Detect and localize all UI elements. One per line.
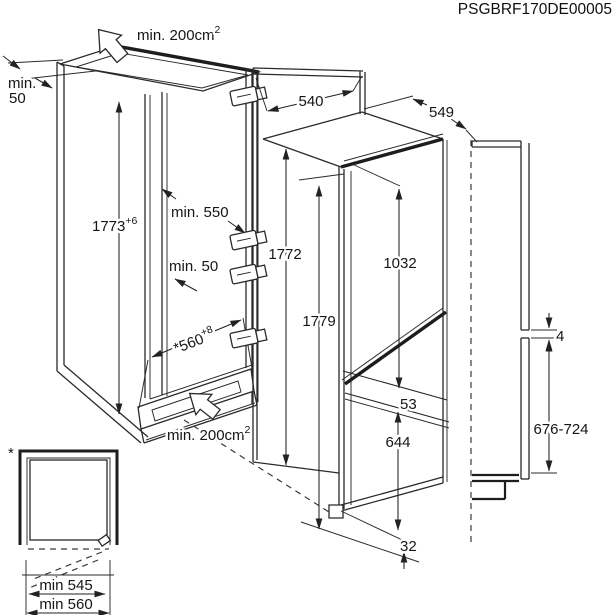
hinge-icon (229, 327, 268, 349)
extension-line (7, 59, 64, 64)
door-width-dim: 540 (298, 93, 323, 110)
door-swing-line (28, 559, 99, 589)
dim-sup: +6 (125, 215, 137, 227)
niche-height-dim: 1773+6 (92, 215, 138, 235)
dimension-line (267, 90, 354, 112)
leader-arrow (2, 55, 21, 70)
niche-walls-outline (18, 449, 119, 545)
niche-width-dim: *560+8 (170, 323, 217, 357)
leader-arrow (34, 77, 53, 89)
leader-arrow (450, 118, 467, 130)
door-gap-dim: 53 (400, 396, 417, 413)
vent-sup: 2 (215, 24, 221, 36)
niche-bottom-vent-label: min. 200cm2 (167, 424, 251, 444)
vent-sup: 2 (245, 424, 251, 436)
appliance-foot (328, 504, 344, 519)
niche-depth-dim: min. 550 (171, 204, 229, 221)
vent-slot (151, 380, 242, 422)
leader-arrow (161, 188, 177, 200)
diagram-title: PSGBRF170DE00005 (458, 1, 612, 18)
dim-sup: +8 (199, 323, 215, 339)
appliance-drawing: 540 549 1772 1779 1032 53 644 32 (229, 67, 478, 569)
niche-top-clearance-label: min. (8, 75, 36, 92)
hinge-icon (229, 263, 268, 285)
leader-arrow (174, 278, 198, 292)
vent-arrow-bottom-icon (188, 392, 222, 421)
lower-panel-height-dim: 676-724 (533, 421, 588, 438)
door-swing-line (30, 551, 103, 581)
dim-value: 1773 (92, 218, 125, 235)
overall-height-dim: 1779 (302, 313, 335, 330)
panel-gap-dim: 4 (556, 328, 564, 345)
plan-note-mark: * (8, 445, 14, 462)
vent-arrow-top-icon (97, 28, 129, 64)
leader-arrow (227, 220, 246, 234)
niche-top-vent-label: min. 200cm2 (137, 24, 221, 44)
hinge-icon (229, 85, 268, 107)
appliance-plan-outline (29, 459, 108, 541)
lower-door-height-dim: 644 (385, 434, 410, 451)
projection-line (183, 419, 330, 513)
furniture-panel-drawing: 4 676-724 (470, 140, 591, 545)
niche-top-clearance-value: 50 (9, 90, 26, 107)
appliance-height-dim: 1772 (268, 246, 301, 263)
niche-rear-clearance-dim: min. 50 (169, 258, 218, 275)
door-pivot-icon (97, 533, 112, 548)
leader-arrow (412, 98, 428, 107)
plan-niche-width-dim: min 560 (39, 596, 92, 613)
upper-door-height-dim: 1032 (383, 255, 416, 272)
dimension-line (151, 319, 242, 358)
vent-value: min. 200cm (137, 27, 215, 44)
vent-value: min. 200cm (167, 427, 245, 444)
hinge-icon (229, 229, 268, 251)
bottom-clearance-dim: 32 (400, 538, 417, 555)
appliance-depth-dim: 549 (429, 104, 454, 121)
plan-view-drawing: * min 545 min 560 (6, 443, 119, 615)
niche-walls-inner (26, 457, 111, 545)
niche-drawing: 1773+6 min. 550 min. 50 *560+8 min. 200c… (2, 22, 330, 513)
plan-appliance-width-dim: min 545 (39, 577, 92, 594)
